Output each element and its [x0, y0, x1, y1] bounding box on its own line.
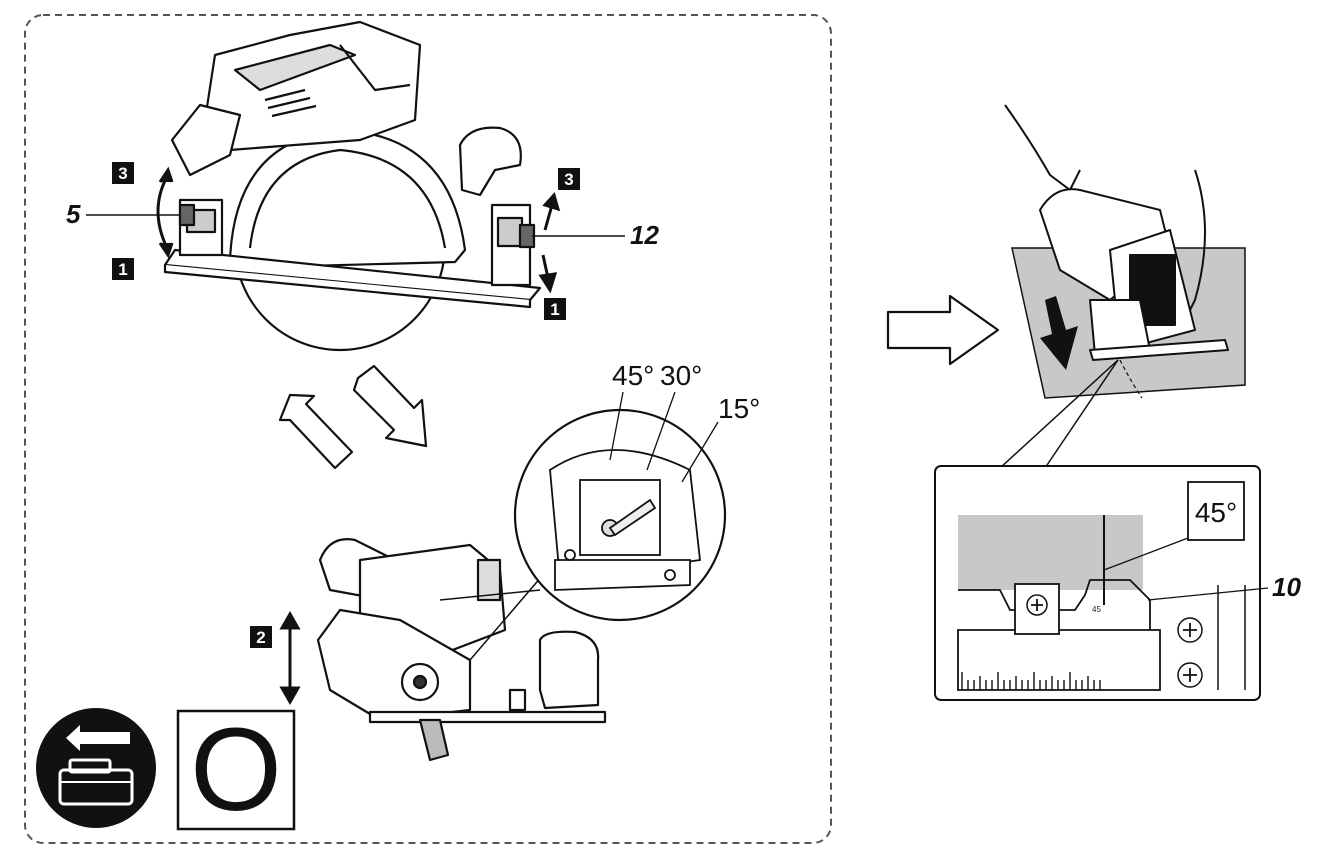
angle-label-45: 45° — [1195, 497, 1237, 528]
ruler-scale — [961, 672, 1101, 690]
circular-saw-top — [163, 20, 542, 352]
angle-label-45: 45° — [612, 360, 654, 391]
step-marker-right-bottom: 1 — [544, 298, 566, 320]
up-down-arrow-icon — [279, 610, 301, 706]
step-marker-right-top: 3 — [558, 168, 580, 190]
rotate-arrow-icon — [156, 166, 174, 259]
scale-mark: 45 — [1092, 605, 1101, 614]
position-label-box: O — [176, 704, 296, 836]
step-marker-tilt: 2 — [250, 626, 272, 648]
step-number: 1 — [118, 260, 127, 279]
step-number: 2 — [256, 628, 265, 647]
step-number: 1 — [550, 300, 559, 319]
callout-number: 5 — [66, 199, 81, 229]
callout-number: 12 — [630, 220, 659, 250]
step-marker-left-top: 3 — [112, 162, 134, 184]
left-panel: 3 1 3 1 5 — [24, 14, 832, 844]
step-marker-left-bottom: 1 — [112, 258, 134, 280]
dashed-border — [24, 14, 832, 844]
saw-on-board — [1004, 104, 1246, 399]
zoom-detail-box: 45 45° — [934, 465, 1269, 701]
up-arrow-icon — [542, 191, 561, 231]
angle-label-30: 30° — [660, 360, 702, 391]
step-number: 3 — [564, 170, 573, 189]
bevel-angle-labels: 45° 30° 15° — [609, 360, 760, 483]
angle-label-15: 15° — [718, 393, 760, 424]
battery-removed-icon — [36, 708, 156, 828]
step-number: 3 — [118, 164, 127, 183]
hollow-arrow-icon — [278, 364, 428, 470]
down-arrow-icon — [1040, 296, 1078, 370]
circular-saw-tilted — [316, 538, 607, 762]
callout-10: 10 — [1272, 572, 1301, 602]
callout-12: 12 — [532, 220, 659, 250]
bevel-scale-detail — [439, 408, 727, 661]
down-arrow-icon — [538, 254, 558, 294]
callout-5: 5 — [66, 199, 180, 229]
hollow-arrow-icon — [886, 294, 1000, 366]
position-label: O — [190, 704, 282, 836]
